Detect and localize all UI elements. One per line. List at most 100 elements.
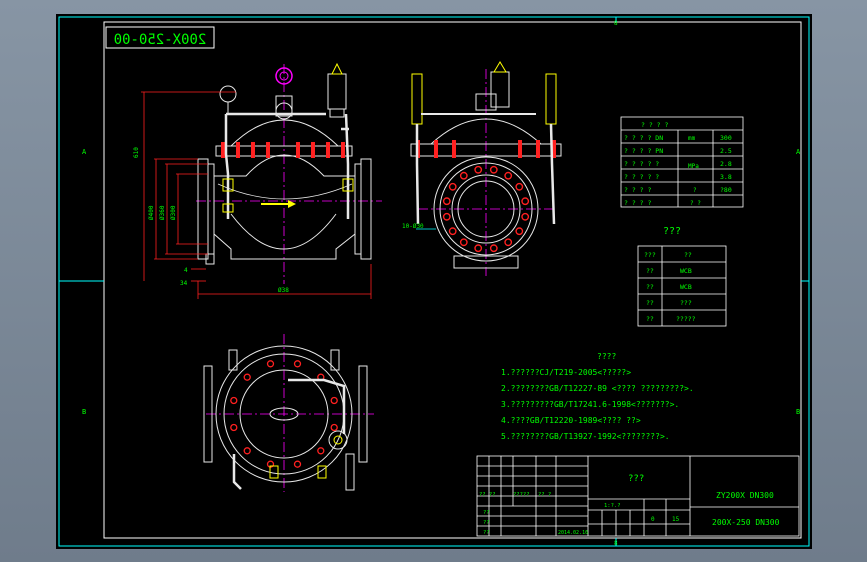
side-flange-bolt xyxy=(489,244,498,253)
zone-letter-left-top: A xyxy=(82,148,87,156)
outer-frame xyxy=(58,16,810,547)
notes-title: ???? xyxy=(597,352,616,361)
drawing-number-box: 200X-250-00 xyxy=(105,26,215,49)
spec-row-3-value: 3.8 xyxy=(720,173,732,181)
top-cover-bolt xyxy=(230,423,238,432)
top-cover-bolt xyxy=(293,460,302,468)
side-flange-bolt xyxy=(515,227,524,236)
side-flange-bolt xyxy=(521,212,530,221)
note-line-4: 4.????GB/T12220-1989<???? ??> xyxy=(501,416,641,425)
note-line-5: 5.????????GB/T13927-1992<????????>. xyxy=(501,432,670,441)
side-flange-bolt xyxy=(474,165,483,174)
spec-row-0-value: 300 xyxy=(720,134,732,142)
spec-row-1-name: ? ? ? ? PN xyxy=(624,147,663,155)
top-cover-bolt xyxy=(293,360,302,368)
dim-small-a: 4 xyxy=(184,267,188,274)
zone-letter-right-bottom: B xyxy=(796,408,800,416)
spec-row-4-unit: ? xyxy=(693,187,697,194)
material-row-0-part: ??? xyxy=(644,251,656,259)
spec-row-5-name: ? ? ? ? xyxy=(624,199,651,207)
top-cover-bolt xyxy=(243,373,251,381)
title-scale: 1:?.? xyxy=(604,503,621,509)
zone-number-top: 8 xyxy=(614,20,618,27)
dim-small-b: 34 xyxy=(180,280,188,287)
spec-rows: ? ? ? ? DN mm 300 ? ? ? ? PN 2.5 ? ? ? ?… xyxy=(624,134,732,207)
spec-row-4-name: ? ? ? ? xyxy=(624,186,651,194)
inner-frame xyxy=(103,21,802,539)
side-flange-bolt xyxy=(504,171,513,180)
top-cover-bolt xyxy=(243,447,251,455)
top-view xyxy=(203,334,374,492)
title-sheet-total: 15 xyxy=(672,516,680,523)
title-sheet-num: 0 xyxy=(651,516,655,523)
drawing-number-mirrored: 200X-250-00 xyxy=(114,32,207,48)
title-block-name: ??? xyxy=(628,474,644,484)
title-block-model-code: 200X-250 DN300 xyxy=(712,518,780,527)
title-block-model-main: ZY200X DN300 xyxy=(716,491,774,500)
spec-row-2-name: ? ? ? ? ? xyxy=(624,160,659,168)
dim-d3: Ø300 xyxy=(170,205,177,220)
top-cover-bolt xyxy=(330,396,338,405)
material-row-1-part: ?? xyxy=(646,267,654,275)
side-flange-bolt xyxy=(459,171,468,180)
material-row-3-material: ??? xyxy=(680,299,692,307)
title-label-0: ?? ?? xyxy=(479,492,496,498)
spec-row-0-name: ? ? ? ? DN xyxy=(624,134,663,142)
zone-number-bottom: 8 xyxy=(614,540,618,547)
top-cover-bolt xyxy=(230,396,238,405)
title-label-2: ?? ? xyxy=(538,492,551,498)
spec-row-2-value: 2.8 xyxy=(720,160,732,168)
dim-height: 610 xyxy=(133,147,140,158)
drawing-svg: A B A B 8 8 200X-250-00 xyxy=(58,16,810,547)
side-flange-bolt xyxy=(489,165,498,174)
title-label-3: ?? xyxy=(483,510,490,516)
material-row-2-material: WCB xyxy=(680,283,692,291)
drawing-canvas[interactable]: A B A B 8 8 200X-250-00 xyxy=(56,14,812,549)
title-block xyxy=(476,455,800,537)
spec-row-0-unit: mm xyxy=(688,135,696,142)
side-flange-bolt xyxy=(448,182,457,191)
side-flange-bolt xyxy=(442,212,451,221)
material-row-4-material: ????? xyxy=(676,315,696,323)
material-rows: ??? ?? ?? WCB ?? WCB ?? ??? ?? ????? xyxy=(644,251,696,323)
title-label-5: ?? xyxy=(483,530,490,536)
side-flange-bolt xyxy=(504,238,513,247)
dim-d2: Ø360 xyxy=(159,205,166,220)
spec-row-3-name: ? ? ? ? ? xyxy=(624,173,659,181)
note-line-3: 3.?????????GB/T17241.6-1998<???????>. xyxy=(501,400,679,409)
material-row-3-part: ?? xyxy=(646,299,654,307)
material-row-2-part: ?? xyxy=(646,283,654,291)
side-flange-bolt xyxy=(521,197,530,206)
spec-row-2-unit: MPa xyxy=(688,163,699,170)
spec-row-5-unit: ? ? xyxy=(690,200,701,207)
material-row-0-material: ?? xyxy=(684,251,692,259)
zone-letter-left-bottom: B xyxy=(82,408,86,416)
top-cover-bolt xyxy=(317,447,325,455)
material-table-title: ??? xyxy=(663,226,681,237)
technical-notes: ???? 1.??????CJ/T219-2005<?????> 2.?????… xyxy=(501,352,694,441)
note-line-2: 2.????????GB/T12227-89 <???? ?????????>. xyxy=(501,384,694,393)
dim-length: Ø38 xyxy=(278,287,289,294)
front-view: 610 Ø400 Ø360 Ø300 4 34 Ø38 xyxy=(133,62,382,299)
side-flange-bolt xyxy=(515,182,524,191)
dim-bolts: 10-Ø30 xyxy=(402,223,424,230)
spec-table xyxy=(620,116,744,208)
title-label-1: ????? xyxy=(513,492,530,498)
side-flange-bolt xyxy=(459,238,468,247)
side-flange-bolt xyxy=(448,227,457,236)
material-row-4-part: ?? xyxy=(646,315,654,323)
title-label-4: ?? xyxy=(483,520,490,526)
side-flange-bolt xyxy=(474,244,483,253)
title-date: 2014.02.16 xyxy=(558,530,588,536)
spec-row-4-value: ?80 xyxy=(720,186,732,194)
note-line-1: 1.??????CJ/T219-2005<?????> xyxy=(501,368,631,377)
spec-row-1-value: 2.5 xyxy=(720,147,732,155)
side-flange-bolt xyxy=(442,197,451,206)
material-table xyxy=(637,245,727,327)
spec-table-title: ? ? ? ? xyxy=(641,121,668,129)
dim-d1: Ø400 xyxy=(148,205,155,220)
zone-letter-right-top: A xyxy=(796,148,801,156)
top-cover-bolt xyxy=(330,423,338,432)
side-view: 10-Ø30 xyxy=(402,61,562,276)
